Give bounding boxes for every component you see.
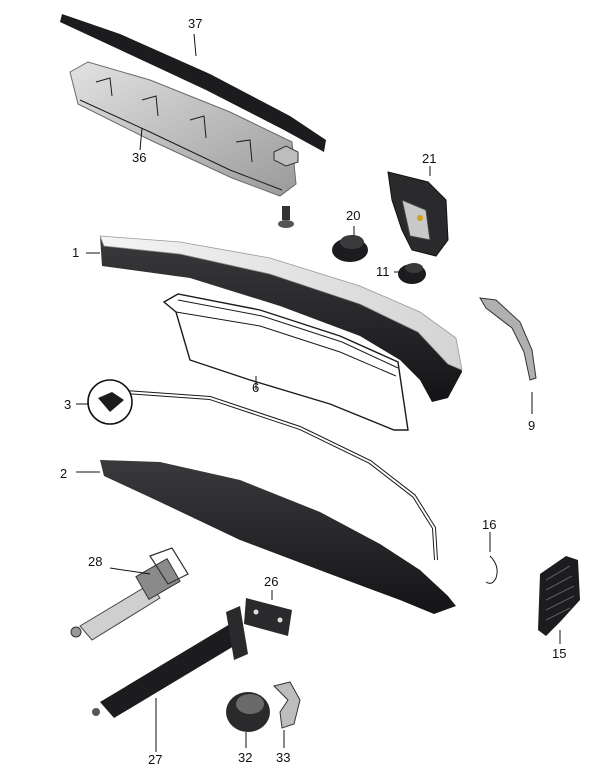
part-16-clip — [485, 555, 498, 584]
callout-28: 28 — [88, 554, 102, 569]
part-36-heat-shield — [69, 61, 297, 197]
callout-16: 16 — [482, 517, 496, 532]
part-37-seal-strip — [60, 14, 326, 152]
part-32-band-clamp — [226, 692, 270, 732]
callout-37: 37 — [188, 16, 202, 31]
part-21-side-bracket — [387, 171, 449, 257]
callout-26: 26 — [264, 574, 278, 589]
part-3-seal — [87, 379, 438, 561]
part-9-side-trim — [479, 297, 537, 381]
callout-21: 21 — [422, 151, 436, 166]
callout-1: 1 — [72, 245, 79, 260]
callout-15: 15 — [552, 646, 566, 661]
part-2-lower-spoiler — [100, 460, 456, 614]
callouts: 37 36 1 3 6 9 11 20 21 2 16 15 28 26 27 … — [60, 16, 566, 767]
part-28-damper — [70, 547, 189, 641]
callout-33: 33 — [276, 750, 290, 765]
part-11-plug — [398, 263, 426, 284]
part-15-vent-grille — [538, 556, 580, 636]
part-33-strap — [273, 681, 301, 729]
callout-27: 27 — [148, 752, 162, 767]
callout-2: 2 — [60, 466, 67, 481]
callout-6: 6 — [252, 380, 259, 395]
leader-lines — [76, 33, 561, 752]
callout-9: 9 — [528, 418, 535, 433]
part-27-tow-bracket — [92, 606, 248, 718]
callout-36: 36 — [132, 150, 146, 165]
callout-11: 11 — [376, 264, 390, 279]
callout-32: 32 — [238, 750, 252, 765]
part-6-reinforcement — [162, 293, 409, 431]
callout-3: 3 — [64, 397, 71, 412]
part-26-plate — [244, 598, 292, 636]
part-20-grommet — [332, 235, 368, 262]
shield-mount-clip — [273, 145, 299, 228]
callout-20: 20 — [346, 208, 360, 223]
part-1-bumper-cover — [99, 235, 463, 402]
